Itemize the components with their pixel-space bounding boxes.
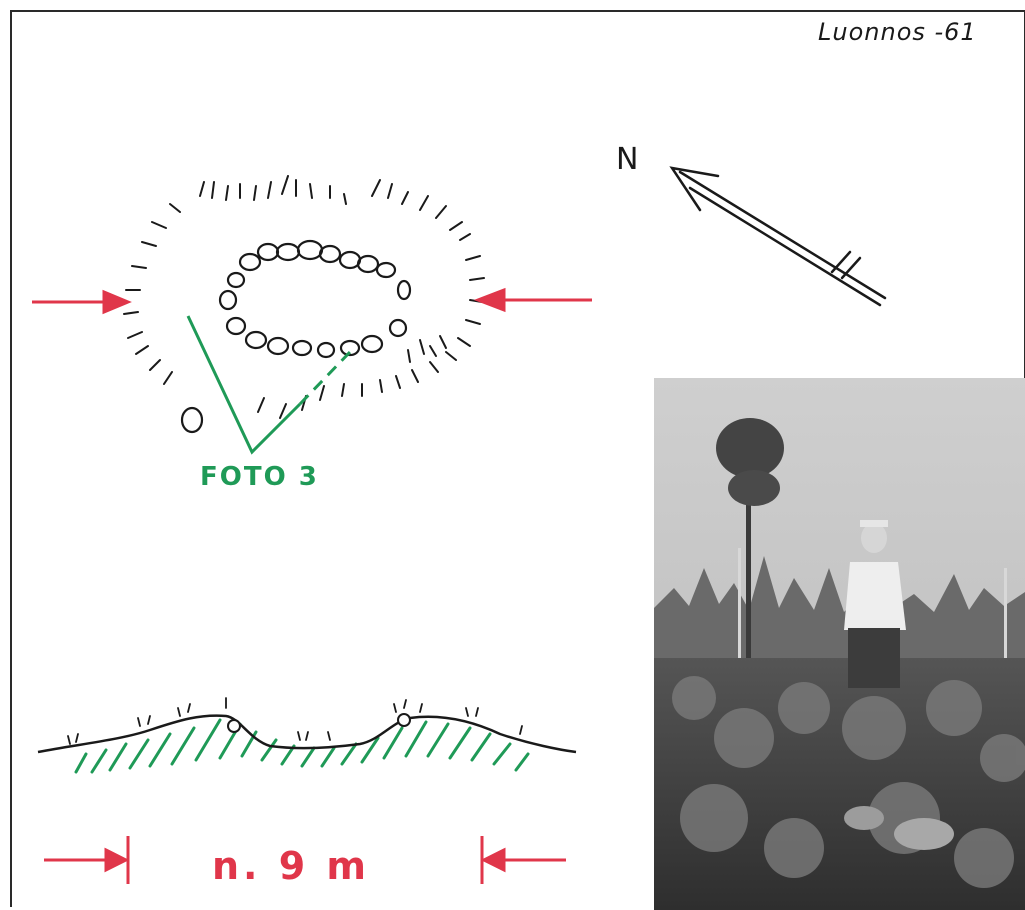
plan-stone-ring	[180, 239, 412, 434]
dimension-arrow-right	[480, 836, 566, 884]
dimension-arrow-left	[44, 836, 130, 884]
photo-view-cone	[186, 315, 352, 455]
person-in-photo	[844, 520, 906, 688]
field-photograph	[654, 378, 1025, 910]
dimension-label: n. 9 m	[212, 844, 370, 888]
section-arrow-left	[32, 289, 132, 315]
section-arrow-right	[473, 287, 592, 313]
sheet-title: Luonnos -61	[818, 18, 977, 46]
photo-marker-label: FOTO 3	[200, 462, 319, 492]
plan-grass-hatching	[123, 175, 485, 419]
arrow-northwest-icon	[669, 166, 887, 307]
north-label: N	[616, 142, 639, 177]
section-profile	[37, 697, 577, 774]
photograph-image	[654, 378, 1025, 910]
